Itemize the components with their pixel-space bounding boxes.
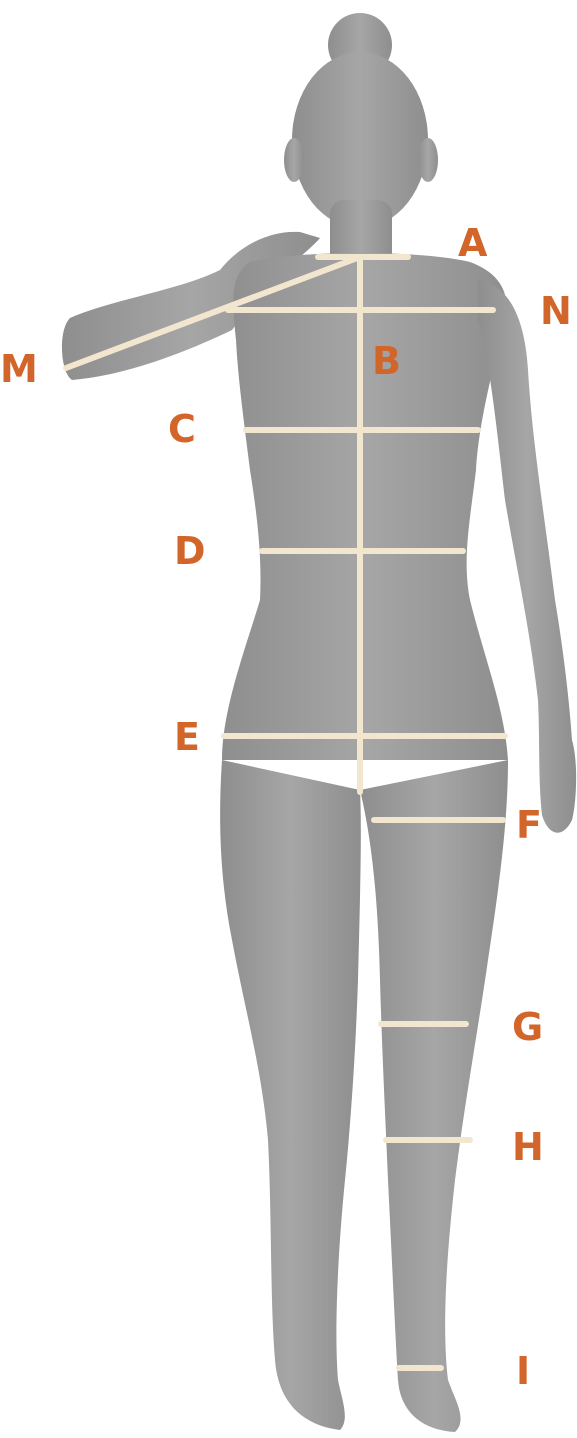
- leg-right: [360, 760, 508, 1432]
- label-n: N: [540, 289, 572, 333]
- label-c: C: [168, 407, 196, 451]
- human-figure-back-view: [62, 13, 576, 1432]
- label-b: B: [372, 339, 401, 383]
- label-f: F: [516, 803, 542, 847]
- label-g: G: [512, 1005, 543, 1049]
- label-h: H: [512, 1125, 544, 1169]
- ear-left: [284, 138, 304, 182]
- torso: [222, 253, 508, 760]
- ear-right: [418, 138, 438, 182]
- label-d: D: [174, 529, 206, 573]
- label-a: A: [458, 221, 488, 265]
- label-e: E: [174, 715, 200, 759]
- label-m: M: [0, 347, 38, 391]
- label-i: I: [516, 1349, 530, 1393]
- leg-left: [220, 760, 361, 1430]
